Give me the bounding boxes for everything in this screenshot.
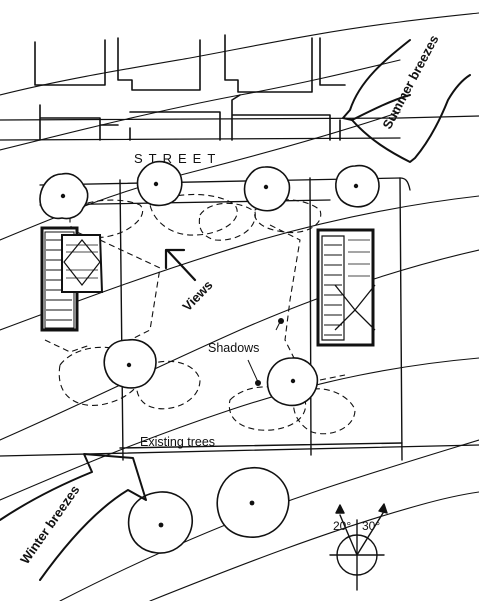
existing-trees-label: Existing trees	[140, 435, 215, 449]
tree-existing-1	[127, 491, 193, 554]
trees	[39, 160, 380, 554]
views-arrow-icon	[164, 248, 197, 282]
winter-breezes-label: Winter breezes	[17, 482, 82, 566]
winter-breezes-arrow-icon	[0, 453, 147, 581]
views-label: Views	[179, 277, 215, 314]
tree-site-left	[103, 338, 157, 389]
tree-existing-2	[216, 466, 290, 538]
tree-street-3	[243, 166, 291, 212]
neighbor-lots	[34, 34, 346, 141]
shadow-leaders	[247, 318, 284, 386]
sun-angle-left-label: 20°	[333, 519, 351, 533]
sun-angle-right-label: 30°	[362, 519, 380, 533]
house-left	[40, 226, 104, 332]
shadows-label: Shadows	[208, 341, 259, 355]
compass-rose-icon	[329, 503, 388, 591]
tree-street-4	[335, 164, 380, 208]
tree-street-1	[39, 172, 89, 220]
tree-street-2	[136, 160, 183, 207]
site-boundary	[119, 177, 403, 461]
house-right	[316, 228, 376, 347]
tree-site-right	[266, 357, 319, 407]
summer-breezes-arrow-icon	[342, 39, 471, 163]
street-label: STREET	[134, 151, 221, 166]
